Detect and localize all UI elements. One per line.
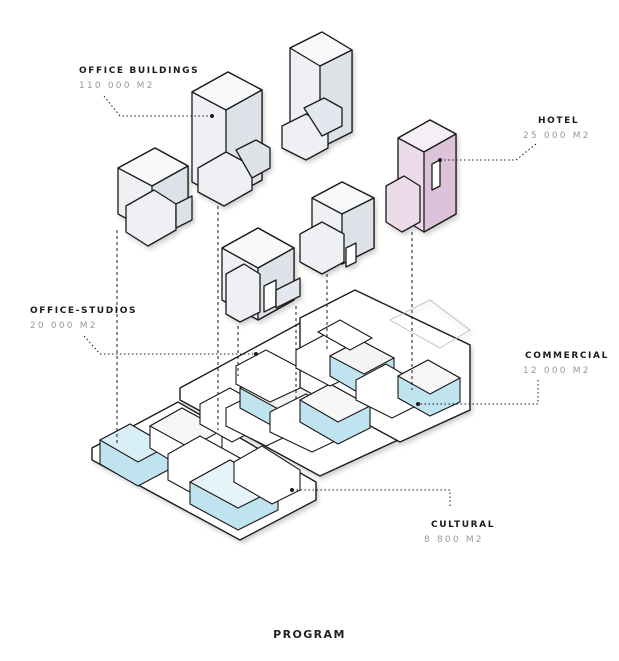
label-hotel: HOTEL bbox=[538, 116, 580, 126]
projection-lines bbox=[116, 200, 413, 446]
area-cultural: 8 800 M2 bbox=[424, 535, 484, 545]
hotel-tower bbox=[385, 119, 457, 233]
leader-lines bbox=[83, 95, 539, 506]
area-commercial: 12 000 M2 bbox=[523, 366, 591, 376]
area-office-studios: 20 000 M2 bbox=[30, 321, 98, 331]
office-tower-center bbox=[191, 71, 271, 207]
label-cultural: CULTURAL bbox=[431, 520, 496, 530]
office-tower-top bbox=[281, 31, 353, 161]
label-commercial: COMMERCIAL bbox=[525, 351, 609, 361]
caption-program: PROGRAM bbox=[273, 628, 346, 641]
towers bbox=[117, 31, 457, 323]
area-office-buildings: 110 000 M2 bbox=[79, 81, 155, 91]
area-hotel: 25 000 M2 bbox=[523, 131, 591, 141]
label-office-studios: OFFICE-STUDIOS bbox=[30, 306, 138, 316]
label-office-buildings: OFFICE BUILDINGS bbox=[79, 66, 200, 76]
leader-dots bbox=[210, 114, 442, 492]
office-tower-mid bbox=[299, 181, 375, 275]
podium-blocks bbox=[98, 319, 462, 531]
platform-faint bbox=[389, 299, 471, 349]
office-tower-lower bbox=[221, 227, 301, 323]
office-tower-left bbox=[117, 147, 193, 247]
